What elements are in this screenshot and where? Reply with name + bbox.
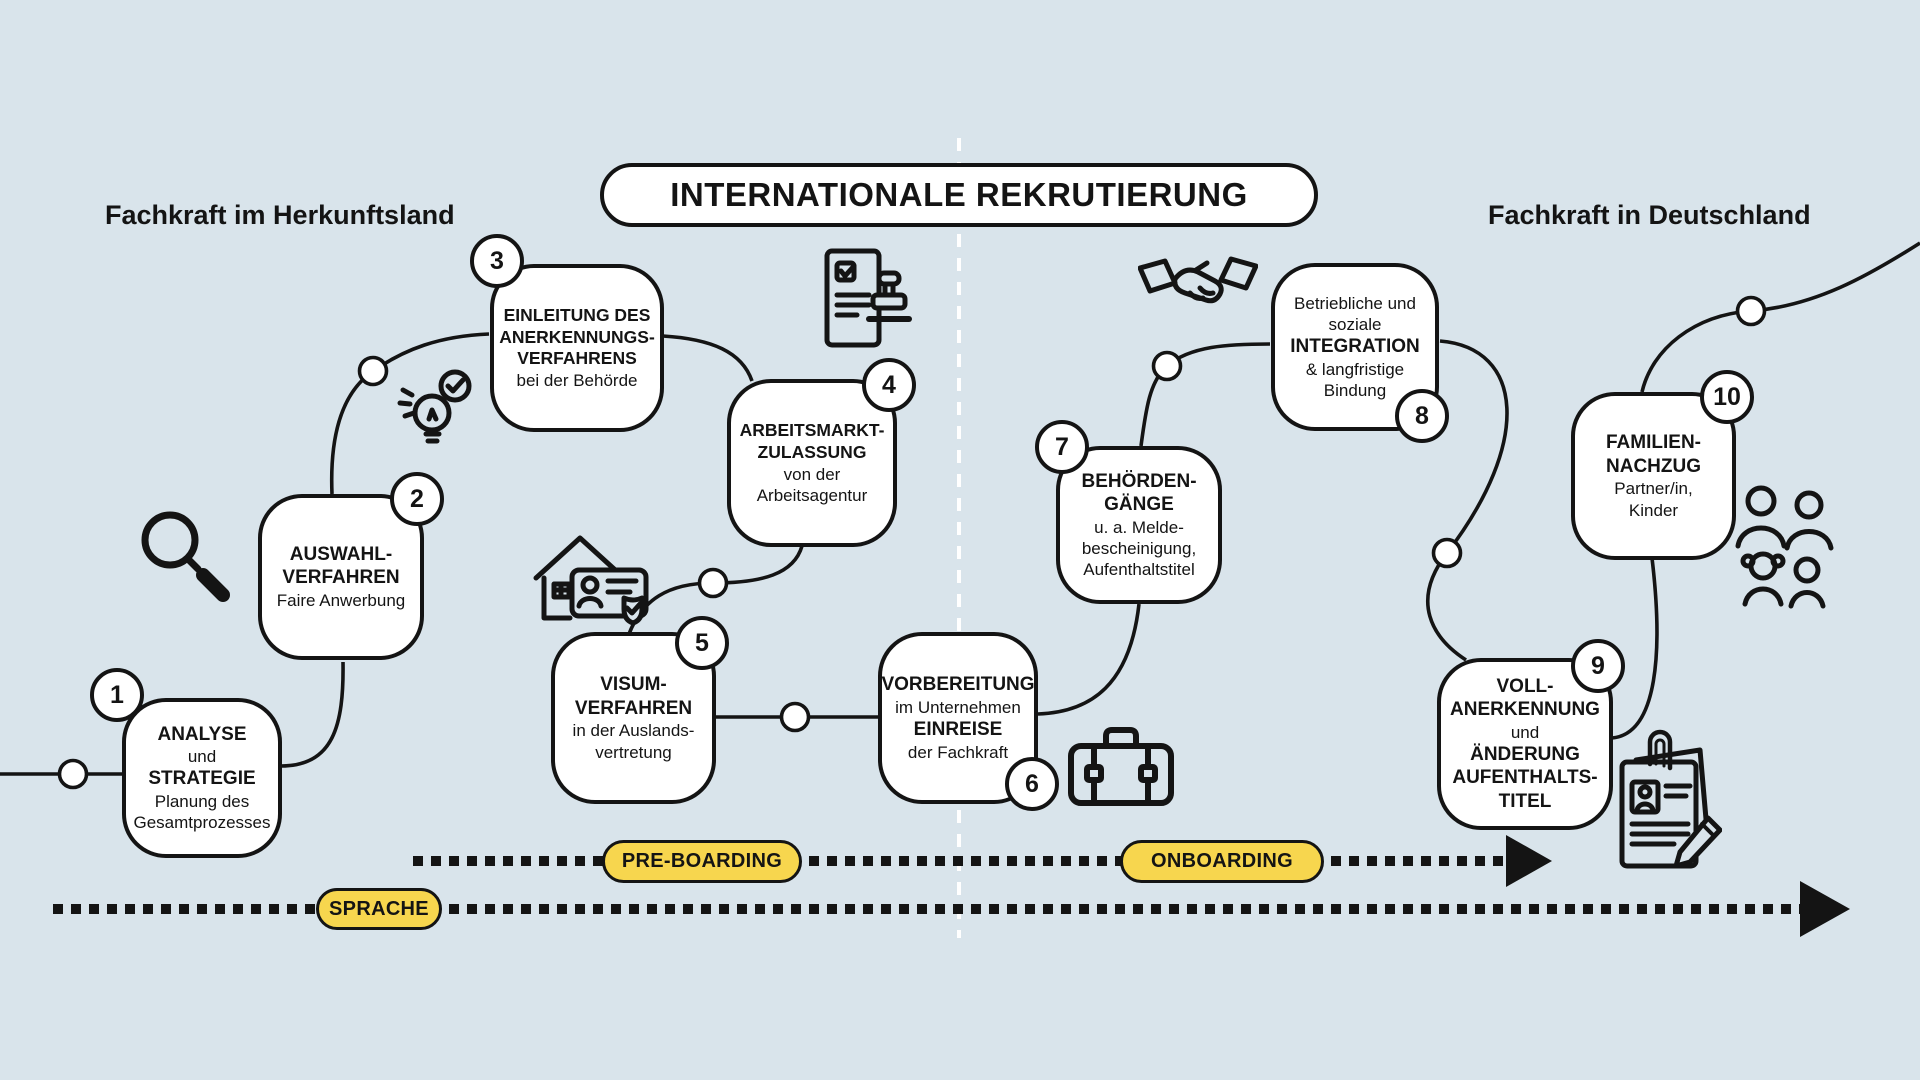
briefcase-icon [1066, 722, 1176, 812]
step-line: & langfristige [1305, 359, 1405, 379]
step-line: Bindung [1323, 380, 1387, 400]
step-line: AUFENTHALTS- [1452, 767, 1598, 789]
boarding-timeline-arrowhead [1506, 835, 1552, 887]
step-line: GÄNGE [1104, 494, 1174, 516]
step-number-4: 4 [862, 358, 916, 412]
step-number-5: 5 [675, 616, 729, 670]
step-line: Partner/in, [1614, 479, 1693, 499]
step-box-analyse-strategie: ANALYSE und STRATEGIE Planung des Gesamt… [122, 698, 282, 858]
step-number-6: 6 [1005, 757, 1059, 811]
step-line: soziale [1328, 315, 1382, 335]
step-line: Aufenthaltstitel [1083, 560, 1195, 580]
step-line: u. a. Melde- [1094, 517, 1184, 537]
step-box-integration: Betriebliche und soziale INTEGRATION & l… [1271, 263, 1439, 431]
step-line: EINREISE [913, 719, 1003, 740]
lightbulb-check-icon [396, 366, 481, 451]
sprache-timeline-arrowhead [1800, 881, 1850, 937]
step-box-auswahlverfahren: AUSWAHL- VERFAHREN Faire Anwerbung [258, 494, 424, 660]
step-line: bescheinigung, [1081, 539, 1197, 558]
step-line: ANERKENNUNG [1450, 699, 1600, 721]
step-line: ARBEITSMARKT- [739, 420, 885, 441]
step-line: der Fachkraft [907, 742, 1009, 762]
step-line: VOLL- [1496, 675, 1554, 697]
step-line: Gesamtprozesses [133, 813, 271, 833]
boarding-timeline-dotted-line [413, 856, 1506, 866]
step-number-10: 10 [1700, 370, 1754, 424]
step-line: AUSWAHL- [289, 543, 393, 565]
step-line: VERFAHREN [282, 567, 400, 589]
step-line: in der Auslands- [572, 721, 695, 741]
house-id-shield-icon [528, 526, 668, 631]
step-number-8: 8 [1395, 389, 1449, 443]
handshake-icon [1137, 248, 1259, 328]
step-line: bei der Behörde [516, 370, 638, 390]
step-line: INTEGRATION [1290, 336, 1420, 358]
step-line: Planung des [154, 792, 250, 811]
step-line: VISUM- [600, 674, 667, 696]
step-line: NACHZUG [1606, 455, 1701, 477]
step-line: ANALYSE [157, 723, 247, 745]
step-line: TITEL [1498, 790, 1552, 812]
step-line: ANERKENNUNGS- [499, 326, 655, 347]
step-line: ZULASSUNG [757, 441, 867, 462]
left-section-heading: Fachkraft im Herkunftsland [105, 200, 455, 230]
step-line: FAMILIEN- [1606, 432, 1701, 454]
step-line: VERFAHRENS [517, 348, 637, 369]
step-box-vollanerkennung: VOLL- ANERKENNUNG und ÄNDERUNG AUFENTHAL… [1437, 658, 1613, 830]
step-box-vorbereitung-einreise: VORBEREITUNG im Unternehmen EINREISE der… [878, 632, 1038, 804]
step-line: EINLEITUNG DES [503, 304, 651, 325]
step-line: BEHÖRDEN- [1081, 470, 1197, 492]
step-number-7: 7 [1035, 420, 1089, 474]
step-box-anerkennungsverfahren: EINLEITUNG DES ANERKENNUNGS- VERFAHRENS … [490, 264, 664, 432]
stamp-document-icon [815, 243, 915, 360]
onboarding-pill: ONBOARDING [1120, 840, 1324, 883]
documents-pencil-icon [1610, 726, 1723, 883]
step-line: und [1510, 722, 1540, 742]
step-line: und [187, 747, 217, 767]
step-line: ÄNDERUNG [1470, 743, 1580, 765]
center-dashed-divider [957, 138, 961, 938]
step-box-arbeitsmarktzulassung: ARBEITSMARKT- ZULASSUNG von der Arbeitsa… [727, 379, 897, 547]
family-icon [1731, 484, 1839, 617]
step-number-3: 3 [470, 234, 524, 288]
step-line: vertretung [595, 742, 672, 762]
step-line: von der [783, 464, 841, 484]
step-line: im Unternehmen [895, 697, 1021, 717]
step-number-9: 9 [1571, 639, 1625, 693]
right-section-heading: Fachkraft in Deutschland [1488, 200, 1811, 230]
sprache-timeline-dotted-line [53, 904, 1800, 914]
step-number-1: 1 [90, 668, 144, 722]
step-line: Faire Anwerbung [276, 591, 406, 610]
step-box-behoerdengaenge: BEHÖRDEN- GÄNGE u. a. Melde- bescheinigu… [1056, 446, 1222, 604]
step-box-familiennachzug: FAMILIEN- NACHZUG Partner/in, Kinder [1571, 392, 1736, 560]
step-number-2: 2 [390, 472, 444, 526]
step-line: VORBEREITUNG [881, 674, 1035, 696]
page-title: INTERNATIONALE REKRUTIERUNG [600, 163, 1318, 227]
search-icon [132, 508, 237, 608]
step-line: Arbeitsagentur [756, 485, 868, 505]
pre-boarding-pill: PRE-BOARDING [602, 840, 802, 883]
step-line: STRATEGIE [148, 768, 256, 790]
step-line: VERFAHREN [574, 697, 693, 719]
step-line: Kinder [1628, 500, 1679, 520]
sprache-pill: SPRACHE [316, 888, 442, 930]
step-line: Betriebliche und [1294, 294, 1416, 314]
